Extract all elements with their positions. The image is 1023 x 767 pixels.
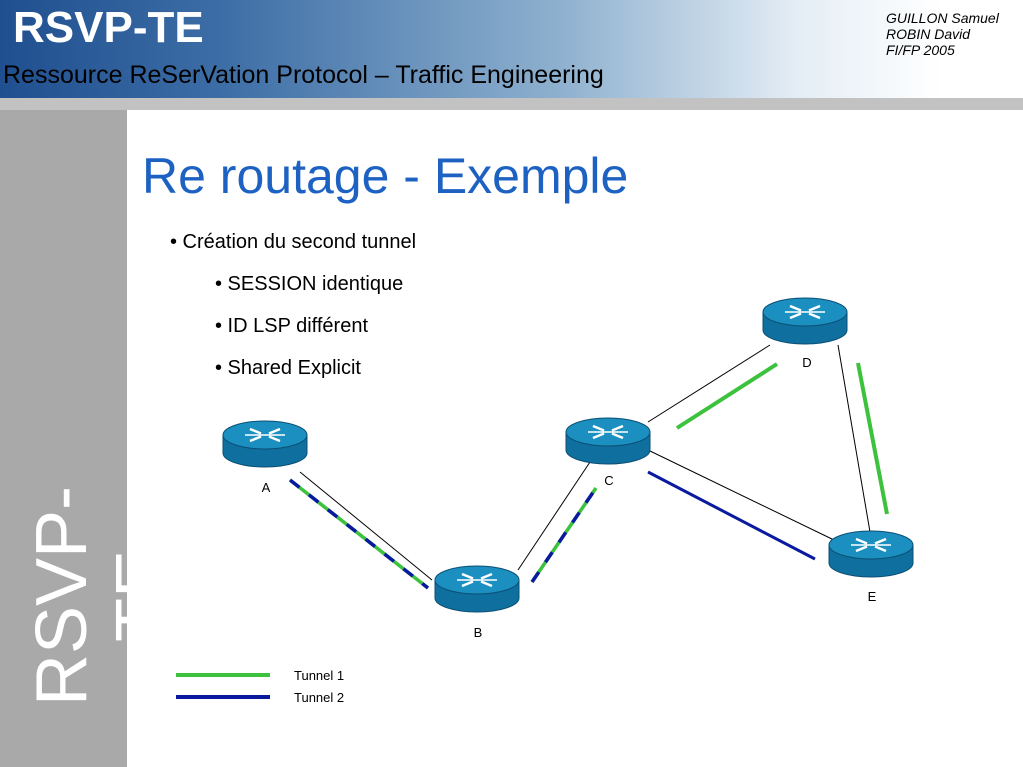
links-layer [299, 344, 871, 581]
legend-label-tunnel-2: Tunnel 2 [294, 690, 344, 705]
sidebar [0, 110, 127, 767]
header-title: RSVP-TE [13, 3, 204, 52]
legend-label-tunnel-1: Tunnel 1 [294, 668, 344, 683]
header-banner: RSVP-TE Ressource ReSerVation Protocol –… [0, 0, 1023, 98]
tunnel1-segment-d-e [856, 362, 889, 515]
header-divider [0, 98, 1023, 110]
router-a-icon [222, 420, 308, 468]
bullet-3: • ID LSP différent [215, 315, 369, 337]
tunnel2-segment-c-e [647, 470, 816, 561]
authors: GUILLON Samuel ROBIN David FI/FP 2005 [886, 10, 999, 58]
tunnel2-segment-a-b [288, 478, 430, 590]
author-1: GUILLON Samuel [886, 10, 999, 26]
bullet-4: • Shared Explicit [215, 357, 361, 379]
router-e-label: E [868, 589, 877, 604]
router-d-icon [762, 297, 848, 345]
link-a-b [299, 471, 433, 581]
router-b-label: B [474, 625, 483, 640]
link-d-e [837, 344, 871, 533]
router-e-icon [828, 530, 914, 578]
slide-title: Re routage - Exemple [142, 148, 629, 204]
router-c-icon [565, 417, 651, 465]
routers-layer: A B C D E [222, 297, 914, 640]
bullet-2: • SESSION identique [215, 273, 404, 295]
author-year: FI/FP 2005 [886, 42, 955, 58]
tunnel2-segment-b-c [530, 487, 598, 583]
header-subtitle: Ressource ReSerVation Protocol – Traffic… [3, 61, 604, 89]
link-b-c [517, 461, 591, 571]
router-d-label: D [802, 355, 811, 370]
legend-layer: Tunnel 1 Tunnel 2 [176, 668, 344, 705]
author-2: ROBIN David [886, 26, 971, 42]
tunnels-layer [288, 362, 889, 590]
link-c-d [647, 344, 771, 423]
tunnel1-segment-c-d [675, 362, 779, 430]
bullet-1: • Création du second tunnel [170, 231, 417, 253]
router-a-label: A [262, 480, 271, 495]
link-c-e [647, 449, 835, 541]
router-c-label: C [604, 473, 613, 488]
router-b-icon [434, 565, 520, 613]
